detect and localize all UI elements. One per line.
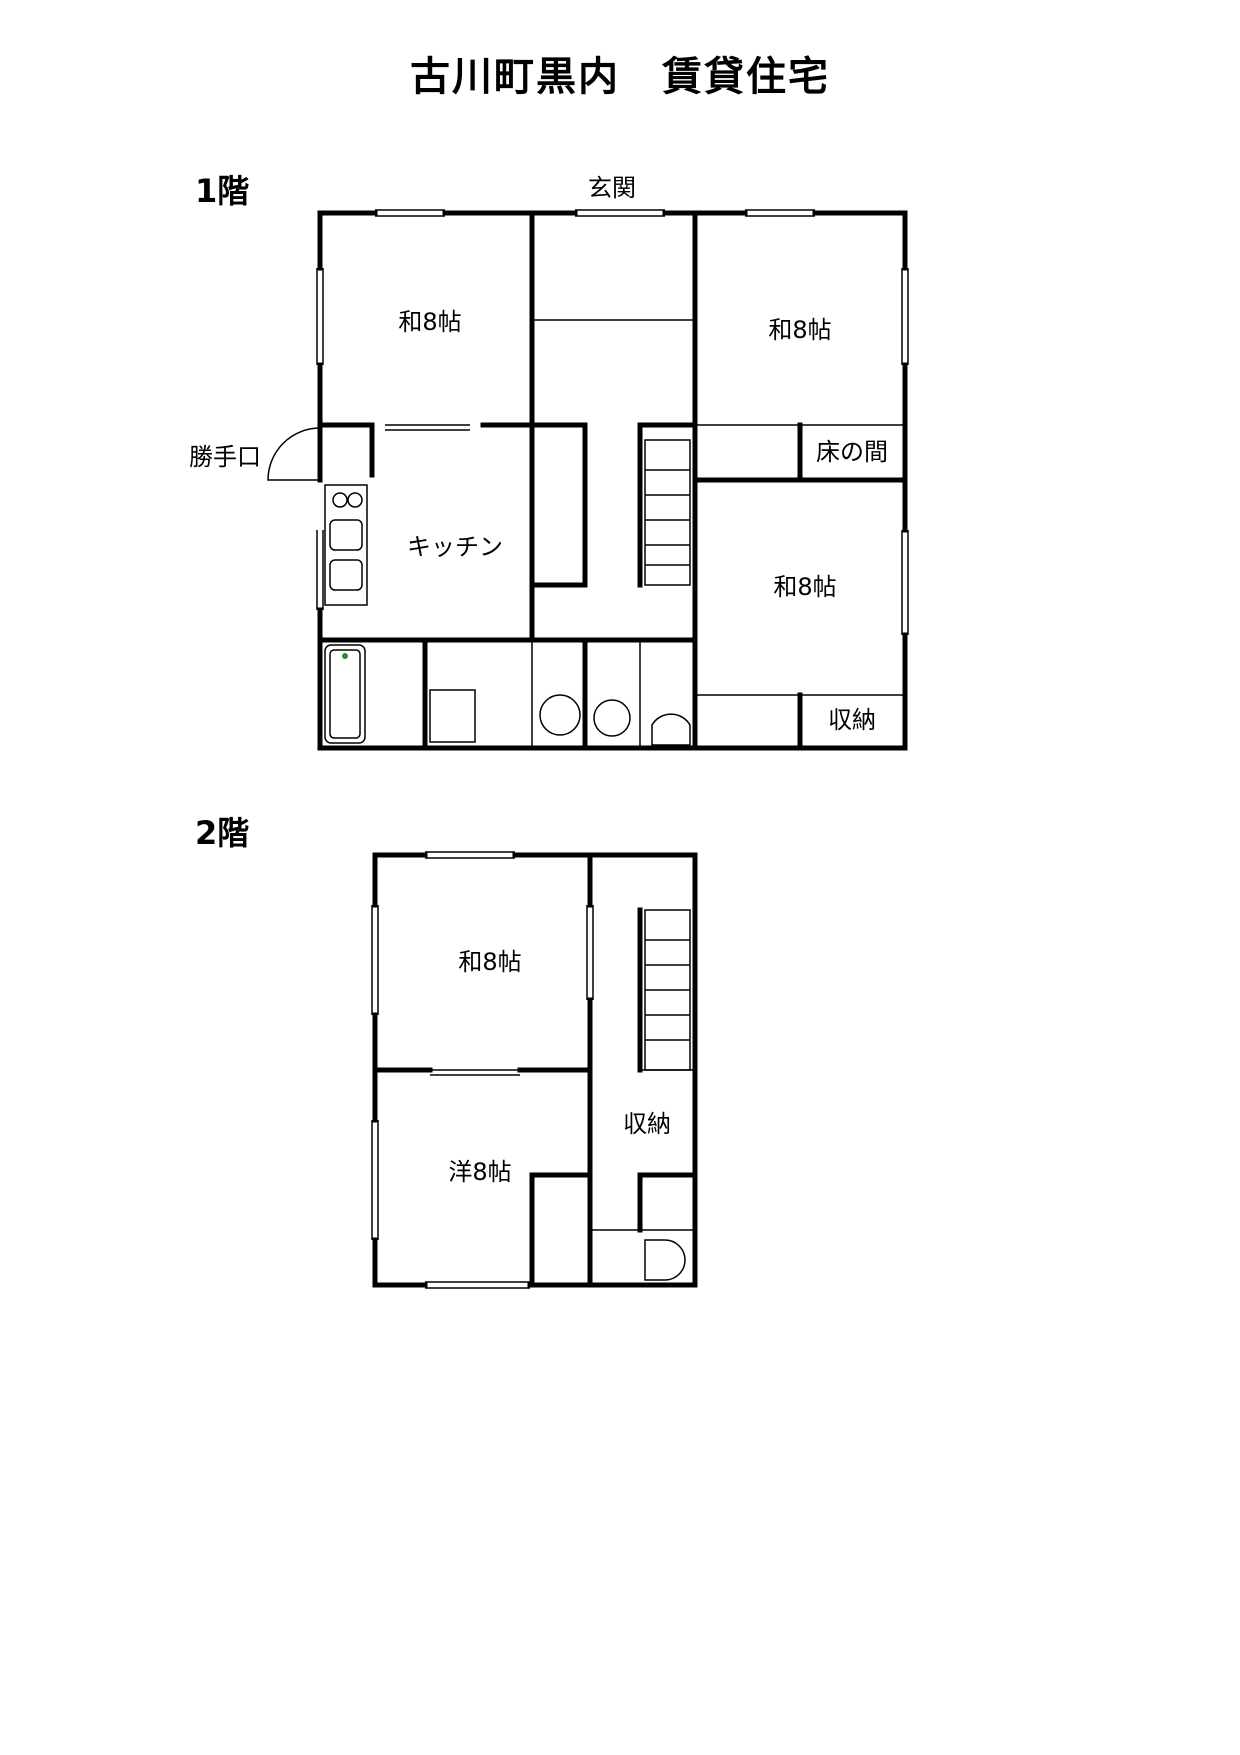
label-washitsu-ne: 和8帖 (768, 316, 831, 344)
label-washitsu-2f: 和8帖 (458, 948, 521, 976)
floor-2-plan (371, 851, 698, 1289)
label-storage-1f: 収納 (828, 706, 876, 734)
label-washitsu-e: 和8帖 (773, 573, 836, 601)
page-title: 古川町黒内 賃貸住宅 (410, 54, 830, 100)
label-storage-2f: 収納 (623, 1110, 671, 1138)
label-kitchen: キッチン (407, 533, 503, 561)
label-tokonoma: 床の間 (816, 438, 888, 466)
floor-1-plan (267, 209, 909, 751)
floor-1-label: 1階 (195, 172, 250, 210)
label-youshitsu-2f: 洋8帖 (448, 1158, 511, 1186)
label-washitsu-nw: 和8帖 (398, 308, 461, 336)
floor-2-label: 2階 (195, 814, 250, 852)
label-back-door: 勝手口 (189, 443, 261, 471)
label-entrance: 玄関 (588, 174, 636, 202)
